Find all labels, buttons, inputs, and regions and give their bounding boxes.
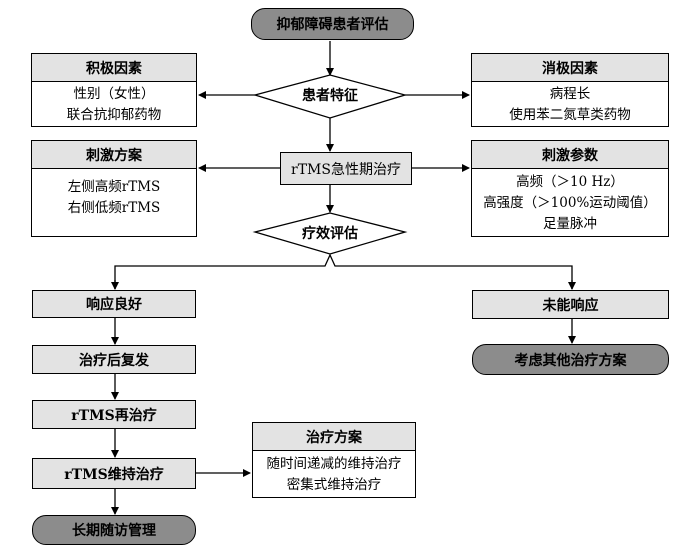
treatment-plan-line: 随时间递减的维持治疗 — [266, 455, 402, 472]
maintenance-box: rTMS维持治疗 — [32, 458, 196, 489]
treatment-plan-line: 密集式维持治疗 — [286, 476, 382, 493]
positive-factor-line: 性别（女性） — [73, 85, 155, 102]
positive-factor-line: 联合抗抑郁药物 — [66, 106, 162, 123]
stim-params-title: 刺激参数 — [472, 141, 668, 169]
stim-scheme-line: 左侧高频rTMS — [67, 179, 161, 195]
stim-param-line: 高频（＞10 Hz） — [516, 173, 624, 190]
efficacy-label: 疗效评估 — [302, 226, 358, 242]
acute-treatment-box: rTMS急性期治疗 — [280, 152, 412, 185]
stim-scheme-box: 刺激方案 左侧高频rTMS 右侧低频rTMS — [31, 140, 197, 237]
good-response-box: 响应良好 — [32, 290, 196, 318]
branch-line — [114, 253, 573, 289]
stim-param-line: 高强度（＞100%运动阈值） — [483, 194, 657, 211]
followup-node: 长期随访管理 — [32, 515, 196, 545]
no-response-box: 未能响应 — [472, 290, 669, 319]
stim-scheme-title: 刺激方案 — [32, 141, 196, 169]
positive-factors-box: 积极因素 性别（女性） 联合抗抑郁药物 — [31, 53, 197, 127]
stim-param-line: 足量脉冲 — [543, 215, 597, 232]
negative-factors-title: 消极因素 — [472, 54, 668, 82]
negative-factors-box: 消极因素 病程长 使用苯二氮草类药物 — [471, 53, 669, 127]
treatment-plan-title: 治疗方案 — [253, 423, 415, 451]
patient-char-label: 患者特征 — [302, 88, 358, 104]
efficacy-diamond — [252, 212, 408, 255]
start-node: 抑郁障碍患者评估 — [251, 8, 414, 40]
relapse-box: 治疗后复发 — [32, 345, 196, 374]
treatment-plan-box: 治疗方案 随时间递减的维持治疗 密集式维持治疗 — [252, 422, 416, 498]
retreat-box: rTMS再治疗 — [32, 400, 196, 429]
stim-scheme-line: 右侧低频rTMS — [67, 200, 161, 216]
negative-factor-line: 使用苯二氮草类药物 — [509, 106, 631, 123]
positive-factors-title: 积极因素 — [32, 54, 196, 82]
negative-factor-line: 病程长 — [549, 85, 591, 102]
stim-params-box: 刺激参数 高频（＞10 Hz） 高强度（＞100%运动阈值） 足量脉冲 — [471, 140, 669, 237]
other-plan-node: 考虑其他治疗方案 — [472, 344, 669, 375]
patient-char-diamond — [252, 74, 408, 119]
